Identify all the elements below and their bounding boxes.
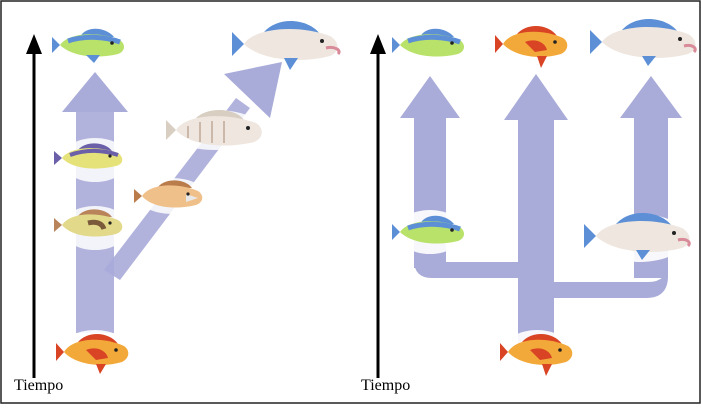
cichlid-fish-icon bbox=[590, 19, 696, 66]
time-arrow-icon bbox=[370, 34, 386, 378]
upward-arrow-icon bbox=[104, 62, 282, 280]
cichlid-fish-icon bbox=[392, 29, 464, 57]
cichlid-fish-icon bbox=[495, 26, 567, 68]
upward-arrow-icon bbox=[62, 72, 128, 333]
time-label-right: Tiempo bbox=[361, 378, 410, 394]
time-arrow-icon bbox=[26, 34, 42, 378]
cichlid-fish-icon bbox=[52, 29, 124, 63]
cichlid-fish-icon bbox=[232, 21, 339, 70]
time-label-left: Tiempo bbox=[14, 378, 63, 394]
branching-arrows bbox=[400, 74, 682, 347]
